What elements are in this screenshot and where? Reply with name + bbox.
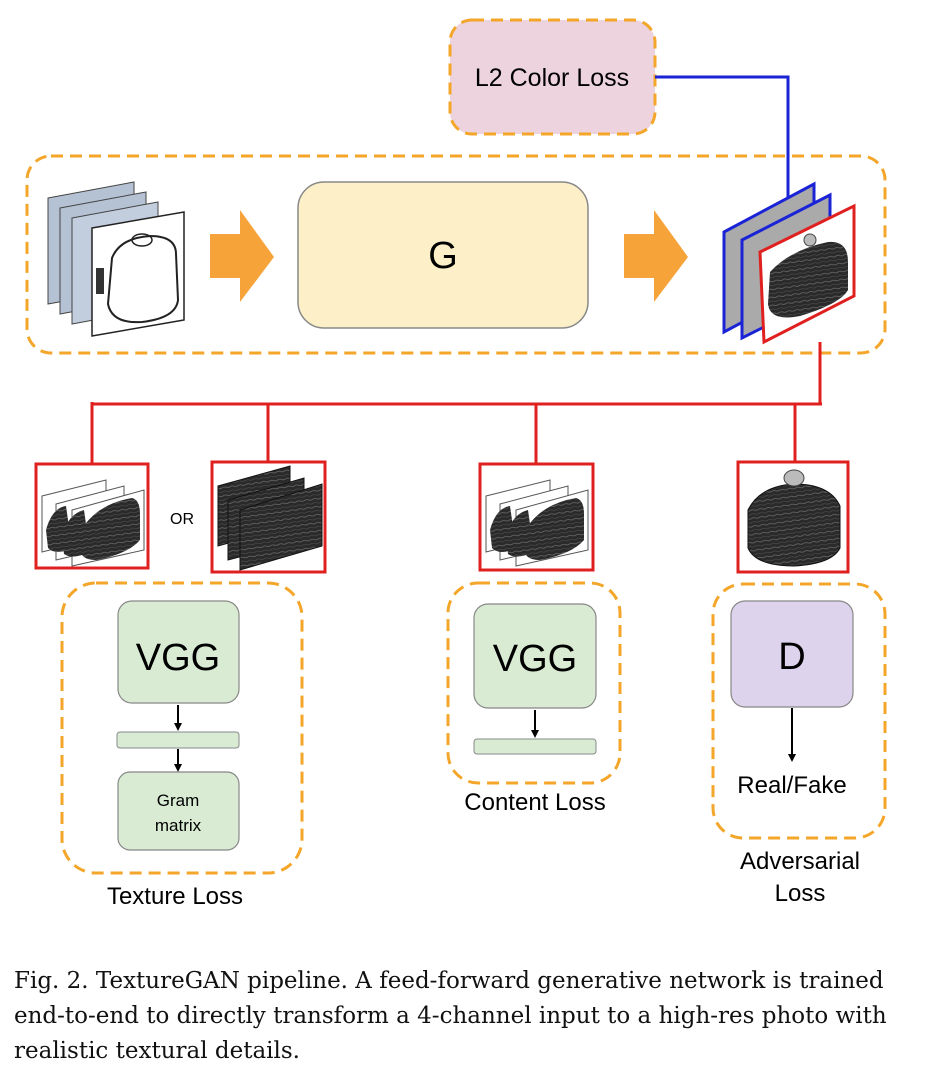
texture-loss-label: Texture Loss bbox=[107, 883, 243, 910]
l2-color-loss-label: L2 Color Loss bbox=[475, 64, 629, 92]
real-fake-label: Real/Fake bbox=[737, 772, 846, 799]
adversarial-loss-group bbox=[711, 582, 887, 840]
texture-output-thumbnail bbox=[34, 462, 150, 570]
discriminator-box bbox=[730, 600, 854, 708]
l2-color-loss-group: L2 Color Loss bbox=[448, 18, 657, 136]
input-to-generator-arrow bbox=[210, 210, 274, 302]
adversarial-loss-label-line2: Loss bbox=[775, 880, 826, 907]
content-output-thumbnail bbox=[478, 462, 595, 572]
gram-matrix-box bbox=[117, 771, 240, 851]
generator-to-output-arrow bbox=[624, 210, 688, 302]
discriminator-label: D bbox=[778, 636, 805, 678]
content-feature-bar bbox=[473, 738, 597, 755]
real-photo-thumbnail bbox=[736, 460, 850, 574]
texture-loss-group bbox=[60, 581, 304, 875]
gram-matrix-label-line2: matrix bbox=[155, 816, 202, 835]
generator-label: G bbox=[428, 235, 458, 277]
gram-matrix-label-line1: Gram bbox=[157, 791, 200, 810]
content-vgg-label: VGG bbox=[493, 638, 577, 680]
generator-stage-group bbox=[25, 154, 887, 355]
figure-caption: Fig. 2. TextureGAN pipeline. A feed-forw… bbox=[14, 968, 887, 1064]
generator-box bbox=[297, 181, 589, 329]
content-loss-group bbox=[446, 581, 622, 785]
content-vgg-box bbox=[473, 603, 597, 709]
or-label: OR bbox=[170, 511, 194, 528]
texture-feature-bar bbox=[116, 731, 240, 749]
l2-connector-line bbox=[655, 75, 790, 198]
output-image-stack-icon bbox=[722, 181, 856, 345]
input-sketch-stack-icon bbox=[47, 181, 185, 337]
texture-patch-thumbnail bbox=[210, 460, 327, 574]
texture-vgg-box bbox=[117, 600, 240, 704]
adversarial-loss-label-line1: Adversarial bbox=[740, 848, 860, 875]
distribution-lines bbox=[90, 342, 822, 464]
texture-vgg-label: VGG bbox=[136, 637, 220, 679]
content-loss-label: Content Loss bbox=[464, 789, 605, 816]
